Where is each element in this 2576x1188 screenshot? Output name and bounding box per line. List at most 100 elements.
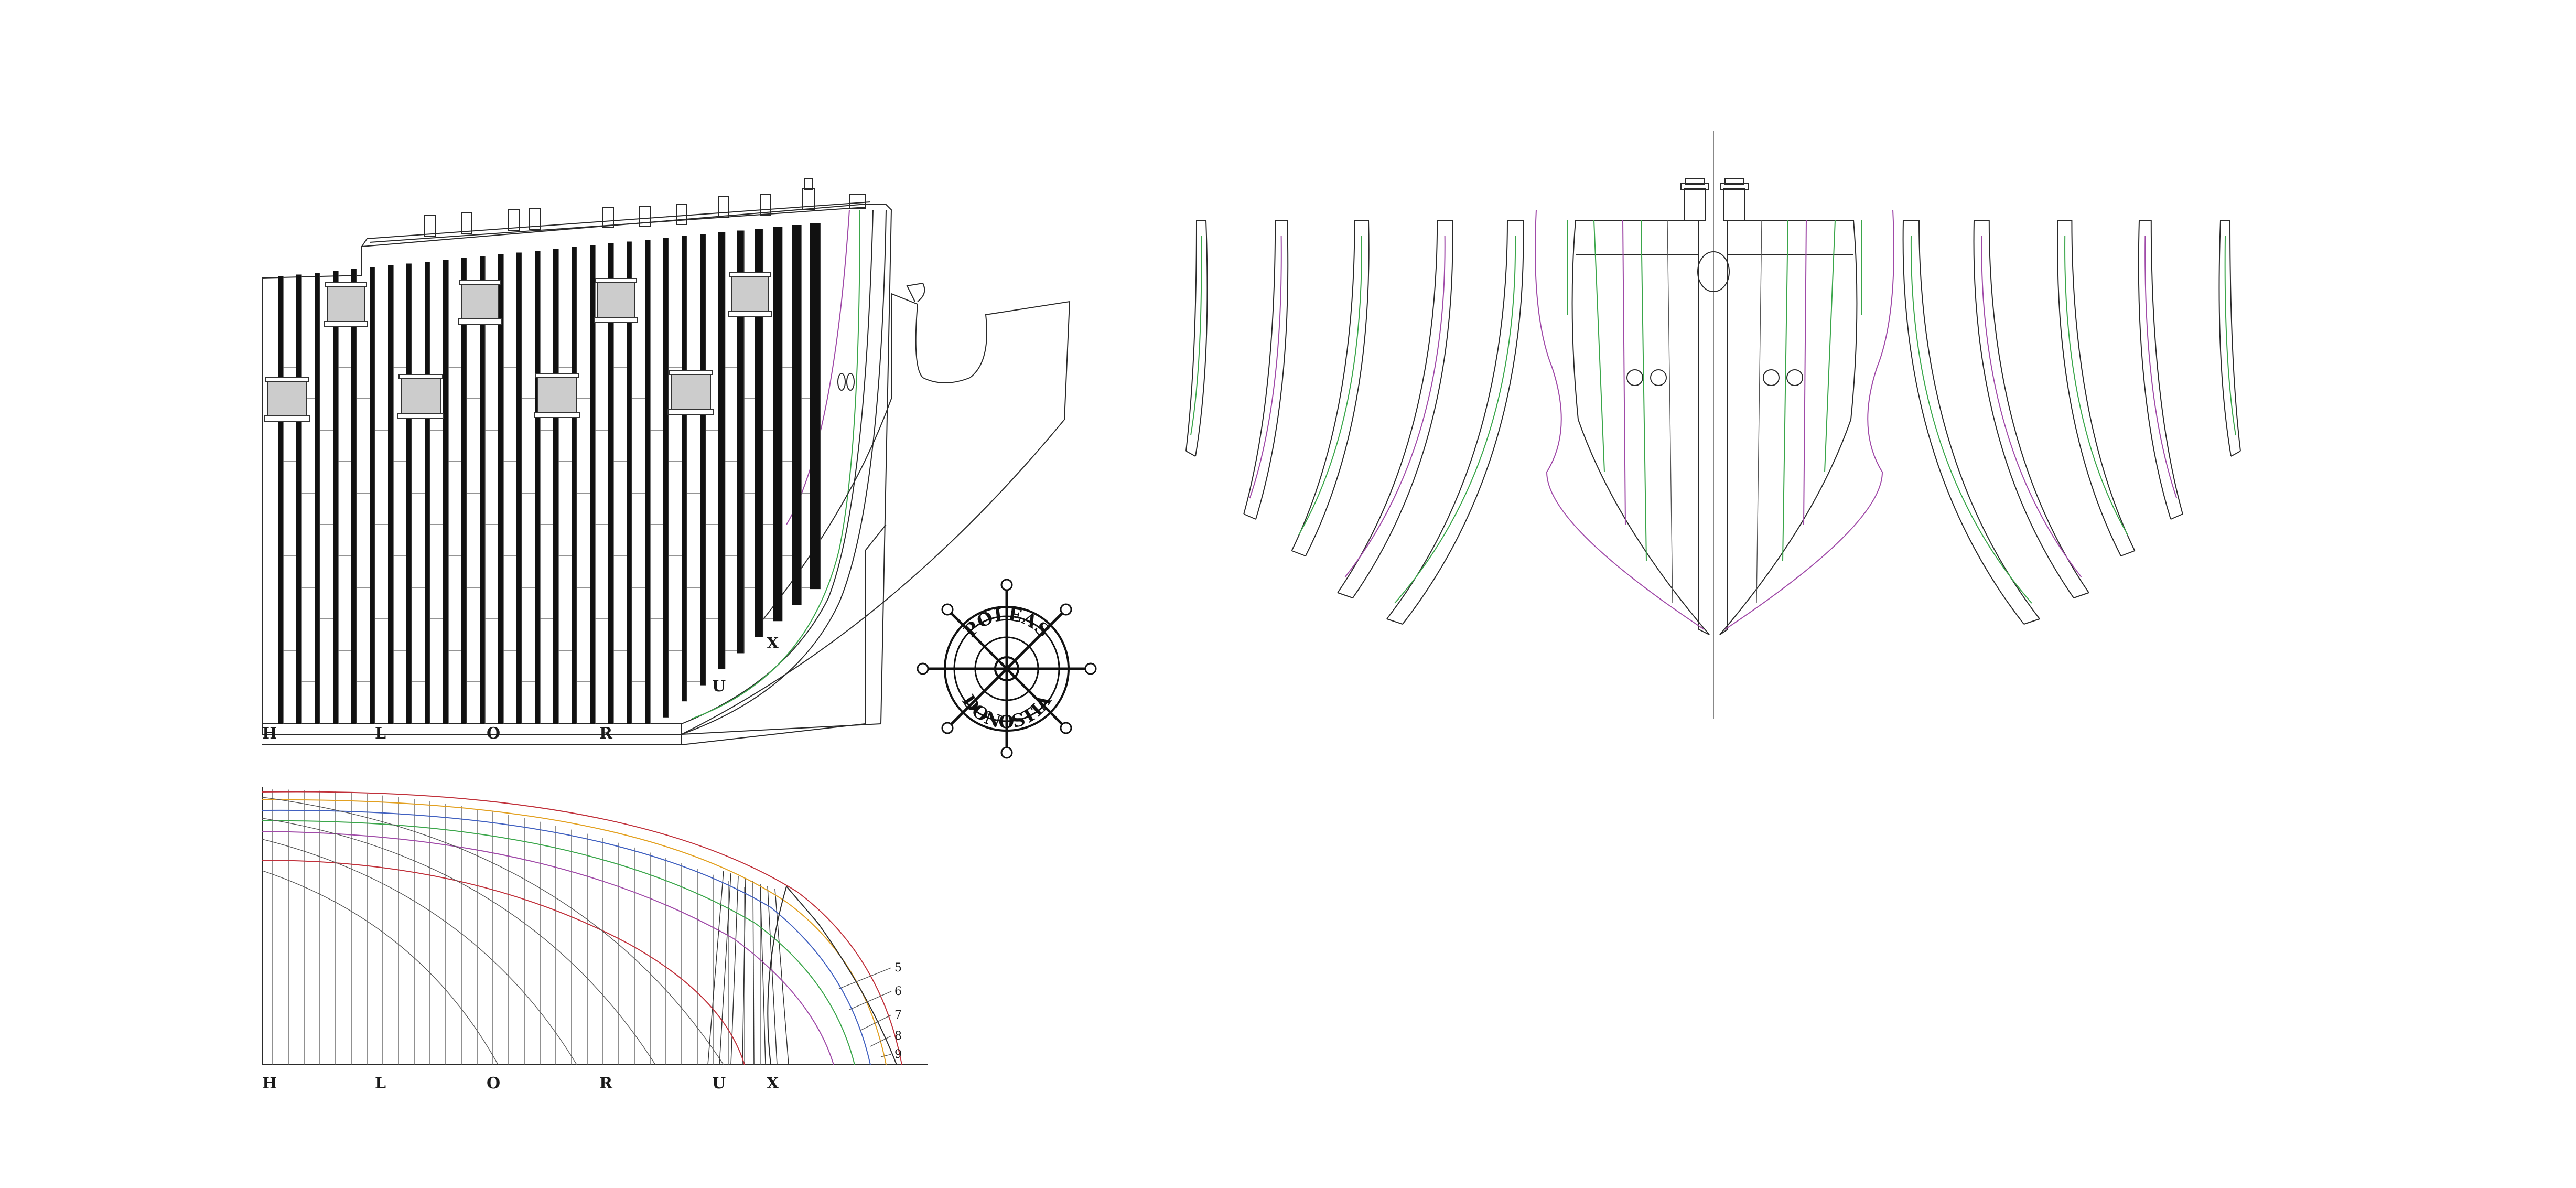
frame-section-guide <box>2144 236 2178 499</box>
frame-section-guide <box>1394 236 1516 604</box>
waterline-number: 7 <box>894 1009 902 1022</box>
frame-section-outer <box>2138 220 2171 520</box>
waterline-plan: 5 6 7 8 9 H L O R U X <box>262 787 928 1093</box>
frame-timber <box>333 271 338 724</box>
frame-section-inner <box>2229 220 2241 452</box>
frame-section-guide <box>1981 236 2082 577</box>
plan-station-line <box>730 875 739 1065</box>
station-label: R <box>599 1074 613 1093</box>
frame-timber <box>516 252 522 724</box>
frame-section-heel <box>1386 618 1403 625</box>
gun-ports-upper <box>324 272 772 327</box>
frame-timber <box>443 260 448 724</box>
frame-section-outer <box>1195 220 1208 457</box>
frame-timber <box>700 234 706 686</box>
plan-station-line <box>719 873 731 1065</box>
frame-section-outer <box>1352 220 1453 598</box>
frame-section-outer <box>1305 220 1370 556</box>
frame-section-heel <box>2170 513 2183 520</box>
frame-timber <box>553 249 558 724</box>
waterline-number: 8 <box>894 1030 902 1043</box>
frame-timber <box>296 274 301 724</box>
poleas-donostia-logo: POLEAS DONOSTIA <box>917 579 1097 759</box>
station-label: U <box>712 677 726 695</box>
frame-timber <box>810 223 821 590</box>
frame-section-guide <box>1910 236 2032 604</box>
frame-timber <box>498 254 503 724</box>
station-label: L <box>375 1074 386 1093</box>
frame-timber <box>461 258 467 724</box>
frame-section-heel <box>1291 550 1306 556</box>
frame-timber <box>773 227 782 622</box>
plan-station-line <box>774 889 789 1065</box>
gun-ports-lower <box>264 370 714 422</box>
frame-timber <box>627 241 632 724</box>
frame-section-heel <box>1337 592 1353 598</box>
plan-station-line <box>767 886 778 1065</box>
frame-section-inner <box>2150 220 2183 515</box>
frame-section-inner <box>1243 220 1276 515</box>
frame-section-heel <box>1243 513 1256 520</box>
frame-section-heel <box>1185 451 1196 457</box>
station-label: R <box>599 724 613 743</box>
frame-timber <box>663 238 669 718</box>
station-label: O <box>487 1074 500 1093</box>
waterline-number: 6 <box>894 985 902 998</box>
frame-section-inner <box>1988 220 2089 593</box>
frame-timber <box>370 267 375 724</box>
frame-timber <box>608 243 613 724</box>
plan-station-line <box>752 881 755 1065</box>
frame-section-inner <box>1337 220 1438 593</box>
frame-section-guide <box>1249 236 1282 499</box>
station-label: X <box>767 1074 779 1093</box>
side-elevation: H L O R U X <box>262 178 1071 745</box>
frame-section-heel <box>2073 592 2089 598</box>
stern-posts <box>1680 178 1749 221</box>
frame-section-outer <box>2057 220 2121 556</box>
frame-section-inner <box>1918 220 2040 619</box>
ships-wheel-icon <box>917 579 1097 759</box>
frame-section-inner <box>1185 220 1197 452</box>
waterline-leaders <box>838 967 892 1057</box>
frame-timber <box>351 269 357 724</box>
station-label: U <box>712 1074 726 1093</box>
frame-timber <box>792 225 802 605</box>
frame-section-outer <box>2218 220 2232 457</box>
plan-station-line <box>760 883 766 1065</box>
body-plan <box>1185 131 2241 719</box>
station-label: L <box>375 724 386 743</box>
frame-timber <box>315 273 320 724</box>
station-label: H <box>262 1074 277 1093</box>
station-label: H <box>262 724 277 743</box>
frame-timber <box>755 229 763 637</box>
frame-section-inner <box>1291 220 1355 551</box>
frame-timber <box>278 276 283 724</box>
frame-section-guide <box>2224 236 2236 436</box>
frame-section-guide <box>2064 236 2129 536</box>
frame-section-guide <box>1190 236 1202 436</box>
waterline-number: 5 <box>894 961 902 975</box>
frame-section-heel <box>2120 550 2135 556</box>
frame-section-outer <box>1255 220 1289 520</box>
frame-timber <box>645 240 650 724</box>
frame-section-heel <box>2023 618 2040 625</box>
frame-section-outer <box>1402 220 1524 625</box>
plan-station-line <box>742 878 746 1065</box>
frame-section-outer <box>1973 220 2074 598</box>
frame-timber <box>572 247 577 724</box>
frame-section-inner <box>1386 220 1508 619</box>
station-label: X <box>767 634 779 652</box>
frame-section-inner <box>2071 220 2136 551</box>
frame-timber <box>590 245 595 724</box>
frame-section-outer <box>1902 220 2024 625</box>
plan-station-lines <box>272 789 789 1065</box>
frame-timber <box>480 256 485 724</box>
waterline-number: 9 <box>894 1048 902 1061</box>
frame-timber <box>718 232 725 670</box>
frame-timber <box>388 265 393 724</box>
frame-section-heel <box>2230 451 2241 457</box>
frame-timber <box>406 263 412 724</box>
frame-timber <box>682 236 687 702</box>
frame-sections <box>1185 220 2241 625</box>
